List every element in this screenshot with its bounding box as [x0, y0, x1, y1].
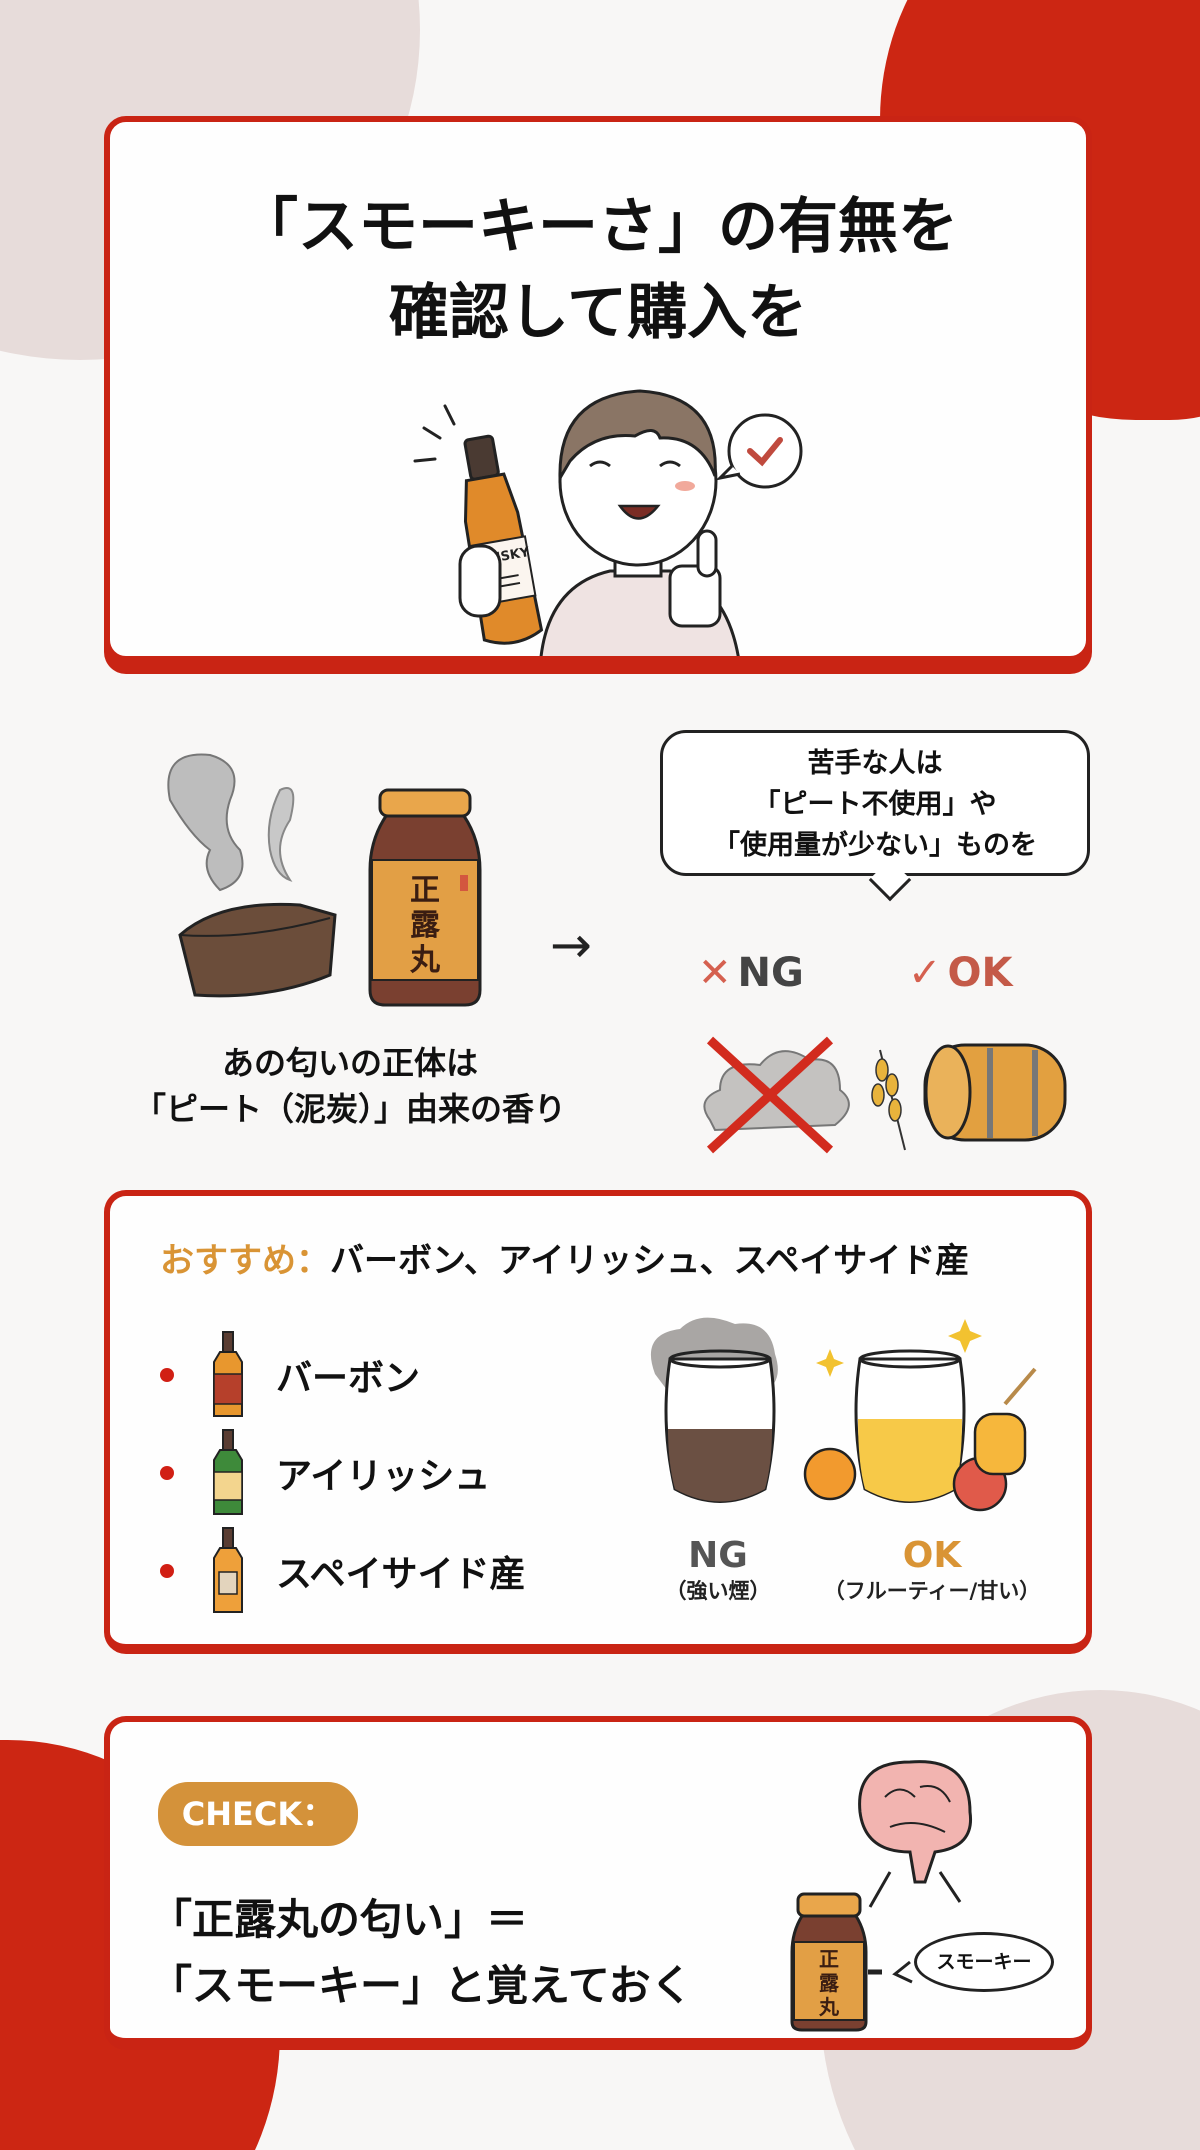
orange-icon — [803, 1447, 857, 1501]
arrow-right-icon: → — [550, 916, 592, 974]
peat-and-seirogan-illustration: 正 露 丸 — [167, 753, 482, 1007]
ok-glass-label: OK （フルーティー/甘い） — [802, 1536, 1062, 1606]
smoky-glass-icon — [650, 1317, 778, 1503]
bubble-line-1: 苦手な人は — [807, 748, 943, 779]
peat-block-icon — [178, 902, 337, 998]
sparkle-lines-icon — [413, 404, 456, 463]
honey-jar-icon — [973, 1412, 1027, 1476]
recommend-heading-accent: おすすめ： — [160, 1241, 330, 1281]
peat-caption: あの匂いの正体は 「ピート（泥炭）」由来の香り — [120, 1040, 580, 1132]
advice-speech-bubble: 苦手な人は 「ピート不使用」や 「使用量が少ない」ものを — [660, 730, 1090, 902]
whisky-bottle-icon: WHISKY — [463, 434, 544, 645]
bubble-line-3: 「使用量が少ない」ものを — [713, 830, 1037, 861]
wheat-icon — [871, 1049, 906, 1151]
svg-text:露: 露 — [819, 1971, 840, 1995]
ng-label: NG — [737, 950, 804, 996]
list-item-bourbon: バーボン — [160, 1326, 525, 1424]
ok-label: OK — [947, 950, 1013, 996]
barrel-icon — [923, 1043, 1067, 1142]
recommend-card: おすすめ：バーボン、アイリッシュ、スペイサイド産 バーボン アイリッシュ — [104, 1190, 1092, 1654]
sparkle-icon — [816, 1349, 844, 1377]
crossed-smoke-cloud-icon — [703, 1036, 850, 1154]
svg-text:丸: 丸 — [818, 1995, 840, 2019]
ok-label: OK — [902, 1535, 962, 1576]
seirogan-bottle-icon: 正 露 丸 — [790, 1892, 868, 2032]
brain-icon — [858, 1760, 973, 1884]
recommend-list: バーボン アイリッシュ スペイサイド産 — [160, 1326, 525, 1620]
person-with-whisky-illustration: WHISKY — [413, 389, 803, 656]
bullet-icon — [160, 1368, 174, 1382]
bullet-icon — [160, 1564, 174, 1578]
recommend-heading-text: バーボン、アイリッシュ、スペイサイド産 — [330, 1241, 970, 1281]
glass-comparison-illustration — [650, 1317, 1037, 1512]
ng-verdict: ✕ NG — [698, 950, 804, 996]
ng-label: NG — [688, 1535, 748, 1576]
peat-explanation-section: 正 露 丸 あの匂いの正体は 「ピート（泥炭）」由来の香り → 苦手な人は 「ピ… — [0, 700, 1200, 1160]
bourbon-bottle-icon — [213, 1331, 243, 1417]
check-line-1: 「正露丸の匂い」＝ — [150, 1895, 529, 1944]
svg-text:丸: 丸 — [409, 943, 440, 978]
item-label: アイリッシュ — [276, 1456, 491, 1497]
check-message: 「正露丸の匂い」＝ 「スモーキー」と覚えておく — [150, 1887, 693, 2019]
svg-text:正: 正 — [410, 873, 440, 908]
irish-bottle-icon — [213, 1429, 243, 1515]
title-line-1: 「スモーキーさ」の有無を — [238, 192, 958, 262]
svg-text:露: 露 — [410, 908, 441, 943]
check-badge: CHECK： — [158, 1782, 358, 1846]
ng-glass-label: NG （強い煙） — [638, 1536, 798, 1606]
ok-subtext: （フルーティー/甘い） — [823, 1579, 1041, 1603]
sparkle-icon — [948, 1319, 982, 1353]
hero-card: 「スモーキーさ」の有無を 確認して購入を WHISKY — [104, 116, 1092, 662]
smoke-vs-barrel-illustration — [703, 1036, 1067, 1154]
smoke-icon — [167, 753, 244, 892]
list-item-irish: アイリッシュ — [160, 1424, 525, 1522]
speyside-bottle-icon — [213, 1527, 243, 1613]
caption-line-2: 「ピート（泥炭）」由来の香り — [133, 1090, 566, 1128]
ok-verdict: ✓ OK — [908, 950, 1013, 996]
svg-text:正: 正 — [819, 1947, 839, 1971]
recommend-heading: おすすめ：バーボン、アイリッシュ、スペイサイド産 — [160, 1236, 969, 1286]
item-label: バーボン — [276, 1358, 421, 1399]
item-label: スペイサイド産 — [276, 1554, 526, 1595]
check-speech-bubble-icon — [715, 413, 803, 489]
caption-line-1: あの匂いの正体は — [221, 1044, 478, 1082]
list-item-speyside: スペイサイド産 — [160, 1522, 525, 1620]
check-icon: ✓ — [908, 950, 942, 996]
check-line-2: 「スモーキー」と覚えておく — [150, 1961, 693, 2010]
cross-icon: ✕ — [698, 950, 732, 996]
page-title: 「スモーキーさ」の有無を 確認して購入を — [110, 184, 1086, 356]
seirogan-bottle-icon: 正 露 丸 — [368, 788, 482, 1007]
bubble-line-2: 「ピート不使用」や — [753, 789, 997, 820]
ng-subtext: （強い煙） — [665, 1579, 771, 1603]
brain-association-illustration: 正 露 丸 — [790, 1760, 973, 2032]
smoky-speech-bubble: スモーキー — [914, 1932, 1054, 1992]
check-card: CHECK： 「正露丸の匂い」＝ 「スモーキー」と覚えておく 正 露 丸 スモー… — [104, 1716, 1092, 2050]
title-line-2: 確認して購入を — [388, 278, 808, 348]
fruity-glass-icon — [803, 1319, 1037, 1512]
thumbs-up-icon — [668, 529, 722, 628]
bullet-icon — [160, 1466, 174, 1480]
